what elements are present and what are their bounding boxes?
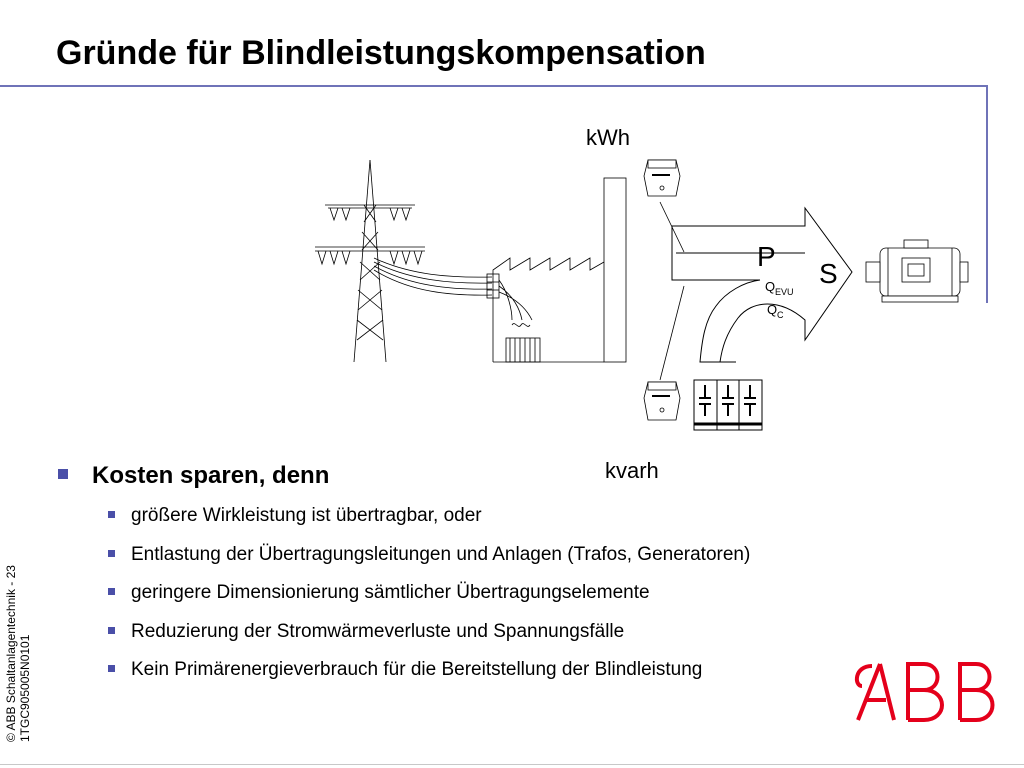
list-item: Kein Primärenergieverbrauch für die Bere… xyxy=(108,660,750,699)
bullet-square-icon xyxy=(108,626,115,634)
kvarh-label: kvarh xyxy=(605,458,659,483)
bullet-square-icon xyxy=(108,549,115,557)
header-rule-vertical xyxy=(986,85,988,303)
main-bullet-text: Kosten sparen, denn xyxy=(92,462,330,489)
header-rule xyxy=(0,85,988,87)
q-evu-label: Q xyxy=(765,279,775,294)
list-item: größere Wirkleistung ist übertragbar, od… xyxy=(108,506,750,545)
slide-title: Gründe für Blindleistungskompensation xyxy=(56,34,706,72)
q-evu-subscript: EVU xyxy=(775,287,794,297)
list-item-text: Reduzierung der Stromwärmeverluste und S… xyxy=(131,620,625,642)
p-label: P xyxy=(757,241,776,272)
footer-vertical: © ABB Schaltanlagentechnik - 23 1TGC9050… xyxy=(4,512,32,742)
footer-rule xyxy=(0,764,1024,765)
copyright-text: © ABB Schaltanlagentechnik - 23 xyxy=(4,565,18,742)
q-c-subscript: C xyxy=(777,310,784,320)
kwh-label: kWh xyxy=(586,125,630,150)
list-item-text: größere Wirkleistung ist übertragbar, od… xyxy=(131,505,482,526)
s-label: S xyxy=(819,258,838,289)
kwh-meter-icon xyxy=(643,159,681,197)
kvarh-meter-icon xyxy=(643,381,681,421)
list-item: geringere Dimensionierung sämtlicher Übe… xyxy=(108,583,750,622)
bullet-square-icon xyxy=(108,511,115,518)
power-lines xyxy=(373,257,493,296)
pylon-icon xyxy=(315,159,425,363)
list-item: Reduzierung der Stromwärmeverluste und S… xyxy=(108,622,750,661)
sub-bullet-list: größere Wirkleistung ist übertragbar, od… xyxy=(108,506,750,699)
bullet-square-icon xyxy=(58,469,68,479)
main-bullet: Kosten sparen, denn xyxy=(58,462,329,490)
list-item-text: geringere Dimensionierung sämtlicher Übe… xyxy=(131,582,650,603)
list-item: Entlastung der Übertragungsleitungen und… xyxy=(108,545,750,584)
document-id: 1TGC905005N0101 xyxy=(18,634,32,742)
abb-logo xyxy=(854,662,995,722)
bullet-square-icon xyxy=(108,588,115,595)
capacitor-bank-icon xyxy=(693,379,763,431)
list-item-text: Entlastung der Übertragungsleitungen und… xyxy=(131,543,751,565)
compensation-diagram: P S Q EVU Q C kWh kvarh xyxy=(315,125,969,483)
list-item-text: Kein Primärenergieverbrauch für die Bere… xyxy=(131,659,703,680)
motor-icon xyxy=(865,239,969,303)
q-c-label: Q xyxy=(767,302,777,317)
power-arrow xyxy=(671,206,853,363)
bullet-square-icon xyxy=(108,665,115,672)
factory-icon xyxy=(486,177,627,363)
